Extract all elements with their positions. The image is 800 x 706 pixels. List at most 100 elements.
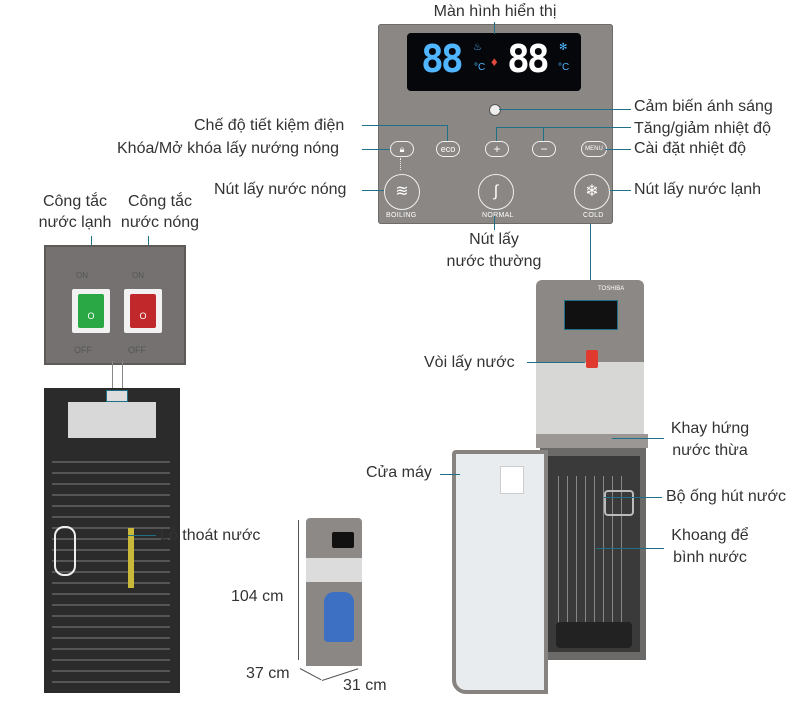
label-temp-setting: Cài đặt nhiệt độ <box>634 140 747 157</box>
label-normal-button-2: nước thường <box>446 253 542 270</box>
label-bottle-compartment-2: bình nước <box>673 549 747 566</box>
dotted-divider <box>400 158 402 170</box>
label-door: Cửa máy <box>366 464 432 481</box>
label-eco-mode: Chế độ tiết kiệm điện <box>194 117 345 134</box>
machine-back-view <box>44 388 180 693</box>
steam-wave-icon: ≋ <box>395 183 409 200</box>
label-cold-switch-2: nước lạnh <box>38 214 112 231</box>
drip-tray <box>536 434 648 448</box>
leader-line <box>499 109 631 110</box>
door-clip <box>500 466 524 494</box>
label-cold-button: Nút lấy nước lạnh <box>634 181 762 198</box>
celsius-label-left: °C <box>474 62 486 73</box>
mini-display <box>332 532 354 548</box>
height-line <box>298 520 299 660</box>
leader-line <box>362 190 384 191</box>
leader-line <box>612 438 664 439</box>
wave-icon: ∫ <box>493 183 499 200</box>
label-hot-button: Nút lấy nước nóng <box>214 181 347 198</box>
snowflake-small-icon: ✻ <box>559 42 568 53</box>
label-faucet: Vòi lấy nước <box>424 354 515 371</box>
connector-line <box>112 361 113 389</box>
dispenser-mid-panel <box>536 350 644 434</box>
leader-line <box>605 149 631 150</box>
water-bottle <box>324 592 354 642</box>
label-drain-hole: Lỗ thoát nước <box>160 527 261 544</box>
leader-line <box>496 127 631 128</box>
boiling-button[interactable]: ≋ <box>384 174 420 210</box>
cabinet-door[interactable] <box>452 450 548 694</box>
drop-icon: ♦ <box>491 54 498 69</box>
normal-button[interactable]: ∫ <box>478 174 514 210</box>
menu-button[interactable]: MENU <box>581 141 607 157</box>
label-hot-lock: Khóa/Mở khóa lấy nướng nóng <box>117 140 340 157</box>
spec-plate <box>68 402 156 438</box>
cold-temp-readout: 88 <box>507 37 550 81</box>
label-width: 31 cm <box>343 677 387 694</box>
label-bottle-compartment-1: Khoang để <box>671 527 749 544</box>
suction-tube <box>604 490 634 516</box>
leader-line <box>440 474 460 475</box>
cold-button[interactable]: ❄ <box>574 174 610 210</box>
cold-caption: COLD <box>583 212 604 219</box>
label-cold-switch-1: Công tắc <box>42 193 108 210</box>
cold-water-switch[interactable]: O <box>72 289 110 333</box>
leader-line <box>590 224 591 302</box>
leader-line <box>494 216 495 230</box>
leader-line <box>527 362 585 363</box>
mini-mid <box>306 558 362 582</box>
depth-line <box>299 668 322 681</box>
label-normal-button-1: Nút lấy <box>469 231 519 248</box>
label-drip-tray-1: Khay hứng <box>670 420 750 437</box>
label-temp-up-down: Tăng/giảm nhiệt độ <box>634 120 771 137</box>
switch-symbol: O <box>87 311 95 321</box>
leader-line <box>604 497 662 498</box>
drain-tube <box>128 528 134 588</box>
plus-button[interactable]: + <box>485 141 509 157</box>
leader-line <box>496 127 497 141</box>
leader-line <box>596 548 664 549</box>
connector-line <box>122 361 123 389</box>
celsius-label-right: °C <box>558 62 570 73</box>
control-panel: 88 ♨ °C ♦ 88 ✻ °C 🔒︎ eco + − MENU ≋ BOIL… <box>378 24 613 224</box>
eco-button[interactable]: eco <box>436 141 460 157</box>
label-suction-tube: Bộ ống hút nước <box>666 488 786 505</box>
light-sensor <box>489 104 501 116</box>
switch-off-label: OFF <box>128 345 146 355</box>
hot-water-switch[interactable]: O <box>124 289 162 333</box>
switch-off-label: OFF <box>74 345 92 355</box>
snowflake-icon: ❄ <box>585 183 599 200</box>
normal-caption: NORMAL <box>482 212 514 219</box>
leader-line <box>543 127 544 141</box>
leader-line <box>128 535 156 536</box>
hot-temp-readout: 88 <box>421 37 464 81</box>
leader-line <box>494 22 495 34</box>
label-hot-switch-2: nước nóng <box>120 214 200 231</box>
label-height: 104 cm <box>231 588 284 605</box>
leader-line <box>610 190 631 191</box>
label-hot-switch-1: Công tắc <box>127 193 193 210</box>
bottle-compartment <box>548 456 640 652</box>
label-display: Màn hình hiển thị <box>433 3 557 20</box>
label-depth: 37 cm <box>246 665 290 682</box>
switch-location-box <box>106 390 128 402</box>
mini-top <box>306 518 362 558</box>
leader-line <box>362 125 447 126</box>
lock-icon: 🔒︎ <box>399 144 405 154</box>
led-display: 88 ♨ °C ♦ 88 ✻ °C <box>407 33 581 91</box>
dispenser-top: TOSHIBA <box>536 280 644 362</box>
switch-symbol: O <box>139 311 147 321</box>
leader-line <box>362 149 390 150</box>
mini-control-panel <box>564 300 618 330</box>
switch-on-label: ON <box>132 271 144 280</box>
minus-button[interactable]: − <box>532 141 556 157</box>
boiling-caption: BOILING <box>386 212 417 219</box>
steam-icon: ♨ <box>473 42 482 53</box>
lock-button[interactable]: 🔒︎ <box>390 141 414 157</box>
compartment-base <box>556 622 632 648</box>
wire-rack <box>558 476 630 626</box>
leader-line <box>447 125 448 141</box>
switch-on-label: ON <box>76 271 88 280</box>
power-cord <box>54 526 76 576</box>
faucet[interactable] <box>586 350 598 368</box>
